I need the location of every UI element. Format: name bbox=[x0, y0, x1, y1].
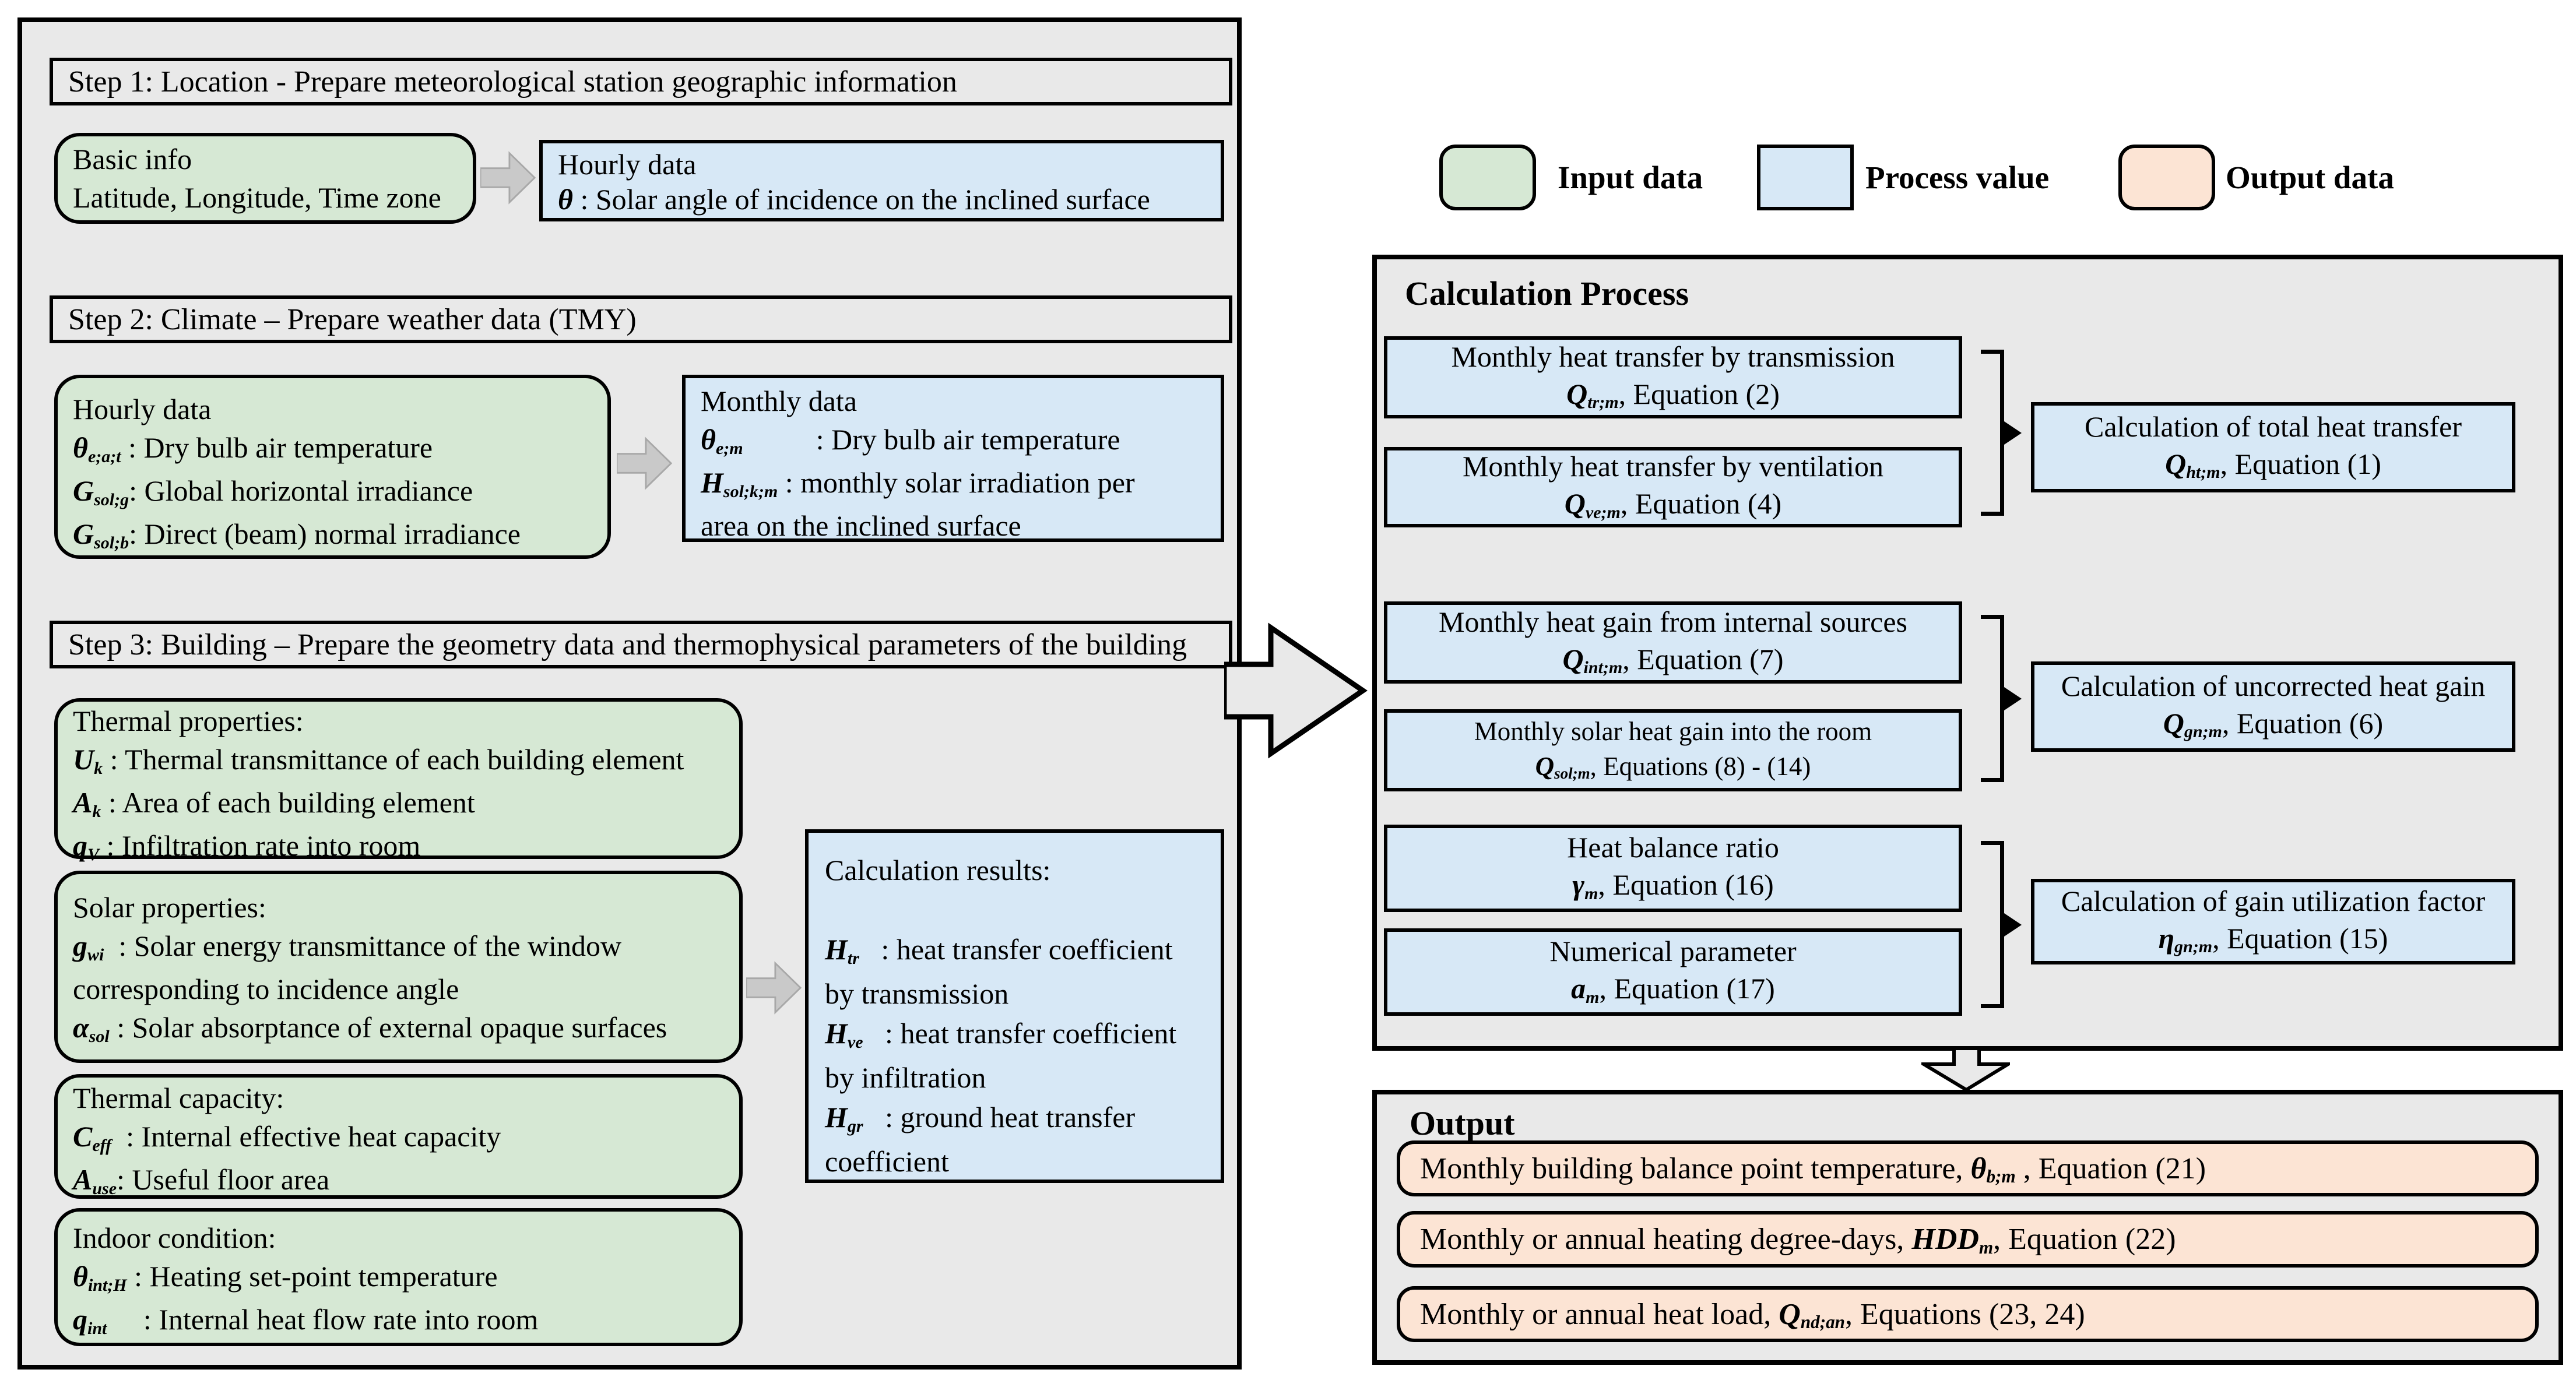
legend-process-label: Process value bbox=[1865, 160, 2050, 195]
flow-arrow-down-icon bbox=[1921, 1048, 2010, 1092]
legend-output-swatch bbox=[2118, 145, 2215, 210]
output-balance-point-bar: Monthly building balance point temperatu… bbox=[1397, 1140, 2539, 1196]
legend-input-label: Input data bbox=[1558, 160, 1703, 195]
group2-bracket bbox=[1981, 615, 2022, 782]
arrow-right-icon bbox=[746, 961, 802, 1015]
calculation-results-box: Calculation results: Htr : heat transfer… bbox=[805, 829, 1224, 1183]
legend-input-swatch bbox=[1439, 145, 1536, 210]
indoor-condition-box: Indoor condition:θint;H : Heating set-po… bbox=[54, 1208, 743, 1346]
arrow-right-icon bbox=[480, 151, 536, 205]
arrow-right-icon bbox=[617, 436, 673, 490]
step3-header: Step 3: Building – Prepare the geometry … bbox=[50, 621, 1232, 668]
output-heat-load-bar: Monthly or annual heat load, Qnd;an, Equ… bbox=[1397, 1286, 2539, 1342]
output-degree-days-bar: Monthly or annual heating degree-days, H… bbox=[1397, 1211, 2539, 1268]
calculation-process-title: Calculation Process bbox=[1405, 274, 1689, 312]
thermal-properties-box: Thermal properties:Uk : Thermal transmit… bbox=[54, 698, 743, 864]
output-title: Output bbox=[1410, 1104, 1515, 1142]
step2-header: Step 2: Climate – Prepare weather data (… bbox=[50, 295, 1232, 343]
flow-arrow-right-icon bbox=[1224, 622, 1368, 759]
solar-properties-box: Solar properties:gwi : Solar energy tran… bbox=[54, 871, 743, 1063]
group3-bracket bbox=[1981, 841, 2022, 1008]
thermal-capacity-box: Thermal capacity:Ceff : Internal effecti… bbox=[54, 1074, 743, 1199]
legend-process-swatch bbox=[1757, 145, 1854, 210]
group1-bracket bbox=[1981, 350, 2022, 516]
legend-output-label: Output data bbox=[2226, 160, 2394, 195]
step1-header: Step 1: Location - Prepare meteorologica… bbox=[50, 58, 1232, 105]
